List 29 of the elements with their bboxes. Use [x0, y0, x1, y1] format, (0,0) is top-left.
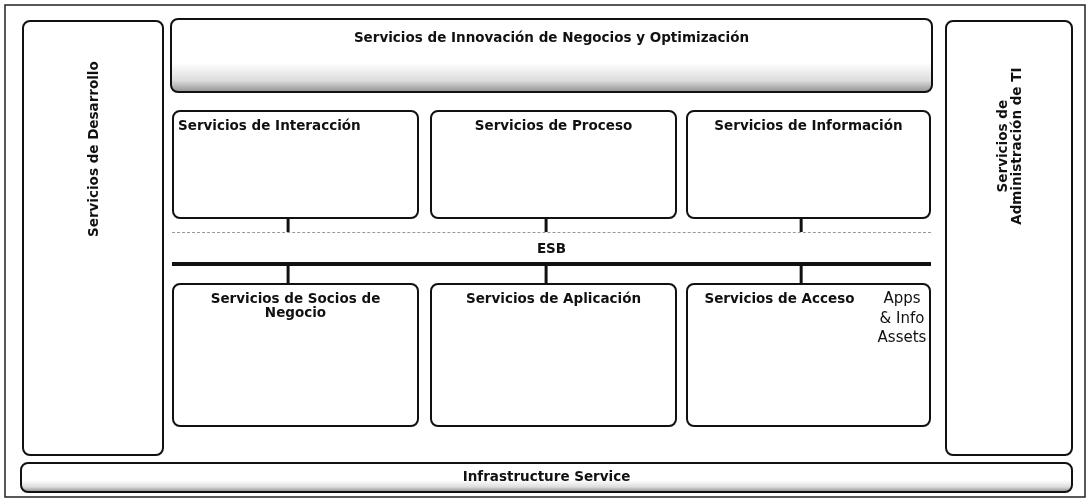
box-title: Servicios de Acceso [703, 291, 856, 306]
band-box [20, 462, 1073, 493]
connector-line [799, 219, 803, 232]
service-box [430, 283, 677, 427]
bus-label: ESB [535, 241, 568, 256]
esb-bus [172, 232, 931, 266]
box-title: Servicios de Interacción [178, 118, 362, 133]
connector-line [544, 266, 548, 283]
connector-line [544, 219, 548, 232]
service-box [172, 110, 419, 219]
band-title: Infrastructure Service [461, 469, 632, 484]
side-panel [945, 20, 1073, 456]
connector-line [286, 266, 290, 283]
connector-line [799, 266, 803, 283]
service-box [430, 110, 677, 219]
service-box [686, 283, 931, 427]
service-box [172, 283, 419, 427]
vertical-label: Servicios de Desarrollo [85, 60, 101, 239]
vertical-label: Servicios de Administración de TI [994, 66, 1024, 227]
service-box [686, 110, 931, 219]
band-title: Servicios de Innovación de Negocios y Optimización [352, 30, 751, 45]
side-note: Apps & Info Assets [877, 289, 927, 348]
connector-line [286, 219, 290, 232]
side-panel [22, 20, 164, 456]
box-title: Servicios de Socios de Negocio [209, 291, 382, 320]
box-title: Servicios de Aplicación [464, 291, 643, 306]
band-box [170, 18, 933, 93]
box-title: Servicios de Información [713, 118, 904, 133]
box-title: Servicios de Proceso [473, 118, 634, 133]
